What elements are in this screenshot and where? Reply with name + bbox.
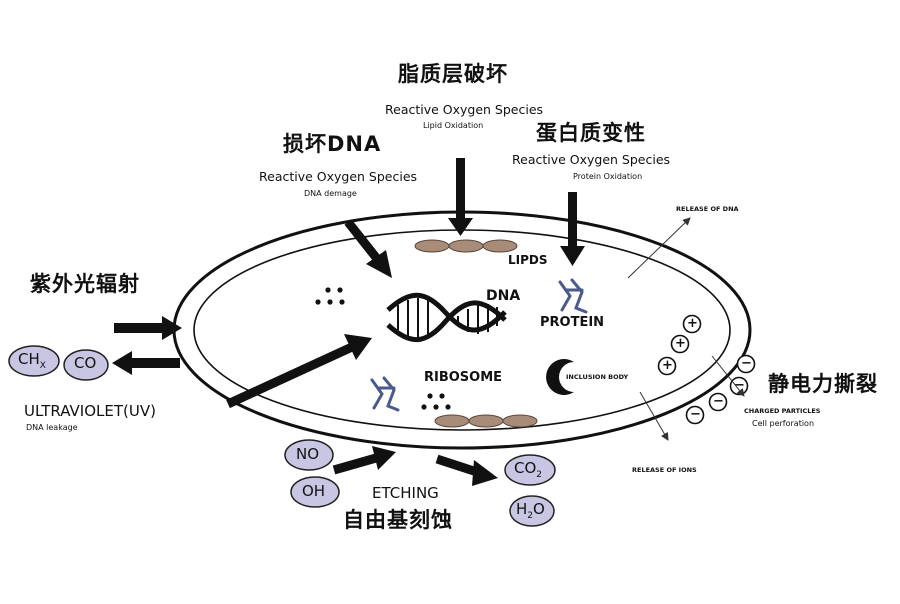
ribosome-label: RIBOSOME [424, 370, 503, 385]
etching-incoming-arrow [332, 446, 396, 475]
plus-sign: + [675, 336, 686, 351]
no-label: NO [296, 445, 320, 463]
radical-etching-title: 自由基刻蚀 [343, 508, 453, 532]
release-dna-label: RELEASE OF DNA [676, 205, 739, 213]
h2o-label: H2O [516, 500, 545, 521]
minus-sign: − [690, 407, 701, 422]
etching-outgoing-arrow [435, 454, 498, 486]
minus-sign: − [734, 378, 745, 393]
minus-sign: − [713, 394, 724, 409]
lipds-label: LIPDS [508, 253, 548, 267]
dna-helix-icon [386, 292, 507, 343]
release-ions-label: RELEASE OF IONS [632, 466, 697, 474]
molecule-dots-ribosome [421, 393, 451, 410]
protein-attack-arrow [560, 192, 585, 266]
co-label: CO [74, 354, 97, 372]
dna-ros-label: Reactive Oxygen Species [259, 169, 418, 184]
molecule-dots-left [315, 287, 345, 305]
lipid-particles-top [414, 239, 518, 253]
electrostatic-tearing-title: 静电力撕裂 [768, 372, 878, 396]
inclusion-body-icon [546, 359, 574, 395]
uv-incoming-arrow [114, 316, 182, 340]
molecule-badges [8, 345, 556, 527]
uv-radiation-title: 紫外光辐射 [30, 272, 140, 296]
lipid-ros-label: Reactive Oxygen Species [385, 102, 544, 117]
inclusion-body-label: INCLUSION BODY [566, 373, 629, 381]
cell-perforation-label: Cell perforation [752, 419, 815, 428]
protein-label: PROTEIN [540, 315, 605, 330]
plus-sign: + [687, 316, 698, 331]
chx-label: CHX [18, 350, 46, 371]
dna-demage-label: DNA demage [304, 189, 357, 198]
protein-denature-title: 蛋白质变性 [536, 121, 646, 145]
charged-particles-arrow [711, 355, 745, 397]
positive-charges [657, 314, 702, 376]
release-ions-arrow [639, 391, 669, 441]
co2-label: CO2 [514, 459, 543, 480]
lipid-attack-arrow [448, 158, 473, 236]
uv-label: ULTRAVIOLET(UV) [24, 402, 156, 420]
negative-charges [685, 354, 756, 425]
cell-inner-membrane [193, 229, 731, 431]
lipid-particles-bottom [434, 414, 538, 428]
dna-leakage-label: DNA leakage [26, 423, 78, 432]
charged-particles-label: CHARGED PARTICLES [744, 407, 821, 415]
ribosome-protein-icon [370, 376, 400, 412]
uv-penetration-arrow [226, 334, 372, 409]
uv-outgoing-arrow [112, 351, 180, 375]
dna-damage-title: 损坏DNA [283, 132, 382, 156]
lipid-oxidation-label: Lipid Oxidation [423, 121, 484, 130]
plus-sign: + [662, 358, 673, 373]
protein-oxidation-label: Protein Oxidation [573, 172, 643, 181]
dna-label: DNA [486, 288, 521, 304]
etching-label: ETCHING [372, 484, 439, 502]
release-dna-arrow [627, 217, 691, 279]
lipid-damage-title: 脂质层破坏 [398, 62, 508, 86]
minus-sign: − [741, 356, 752, 371]
protein-molecule-icon [558, 278, 588, 314]
protein-ros-label: Reactive Oxygen Species [512, 152, 671, 167]
dna-attack-arrow [344, 219, 392, 278]
oh-label: OH [302, 482, 326, 500]
